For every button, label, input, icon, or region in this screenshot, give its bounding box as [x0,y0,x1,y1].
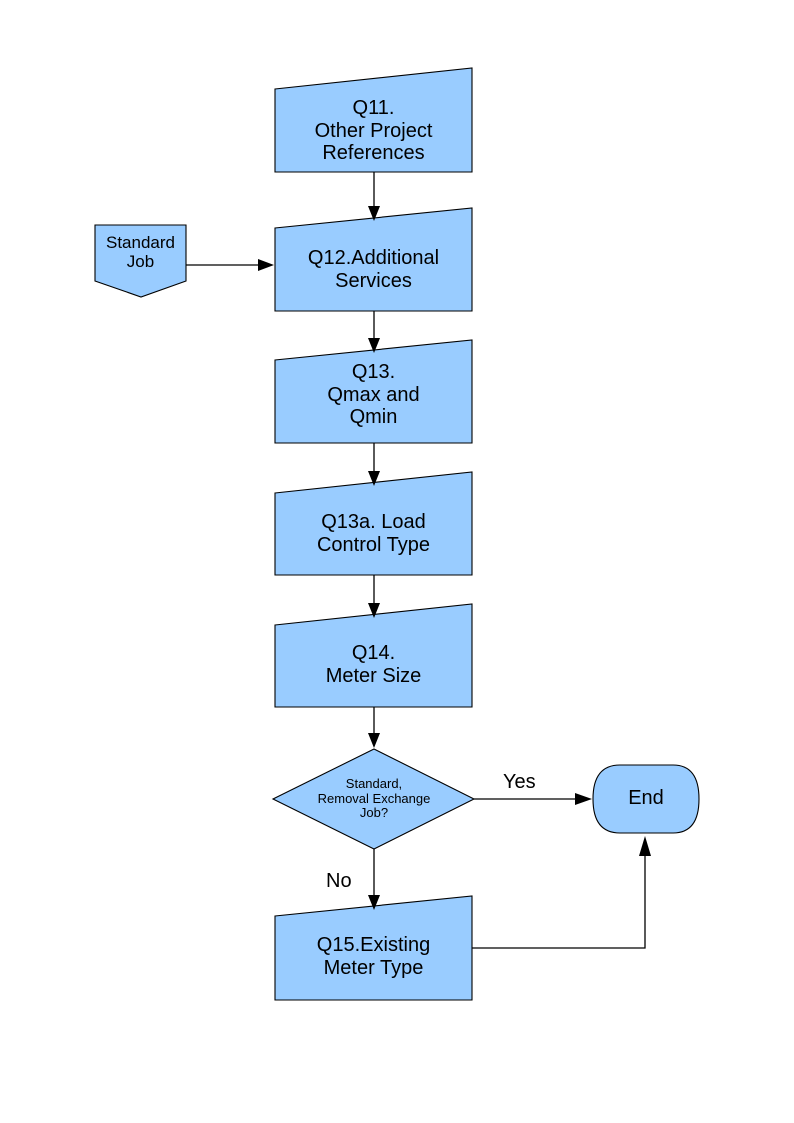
edge-label-no: No [326,870,352,892]
node-q13a-shape[interactable] [274,471,473,576]
edge-std-q12-arrowhead [258,259,274,271]
edge-label-yes: Yes [503,771,536,793]
node-standard-job-shape[interactable] [94,224,187,298]
node-q14-shape[interactable] [274,603,473,708]
node-end-shape[interactable] [592,764,700,834]
node-decision-shape[interactable] [271,748,476,850]
node-q13-shape[interactable] [274,339,473,444]
edge-q12-q13-arrowhead [368,338,380,353]
edge-q15-end-line [472,847,646,949]
edge-q15-end-arrowhead [639,836,651,856]
edge-q14-decision-arrowhead [368,733,380,748]
node-q12-shape[interactable] [274,207,473,312]
node-q11-shape[interactable] [274,67,473,173]
edge-decision-end-arrowhead [575,793,592,805]
edge-decision-q15-arrowhead [368,895,380,910]
edge-q11-q12-arrowhead [368,206,380,221]
edge-q13a-q14-arrowhead [368,603,380,618]
node-q15-shape[interactable] [274,895,473,1001]
edge-q13-q13a-arrowhead [368,471,380,486]
